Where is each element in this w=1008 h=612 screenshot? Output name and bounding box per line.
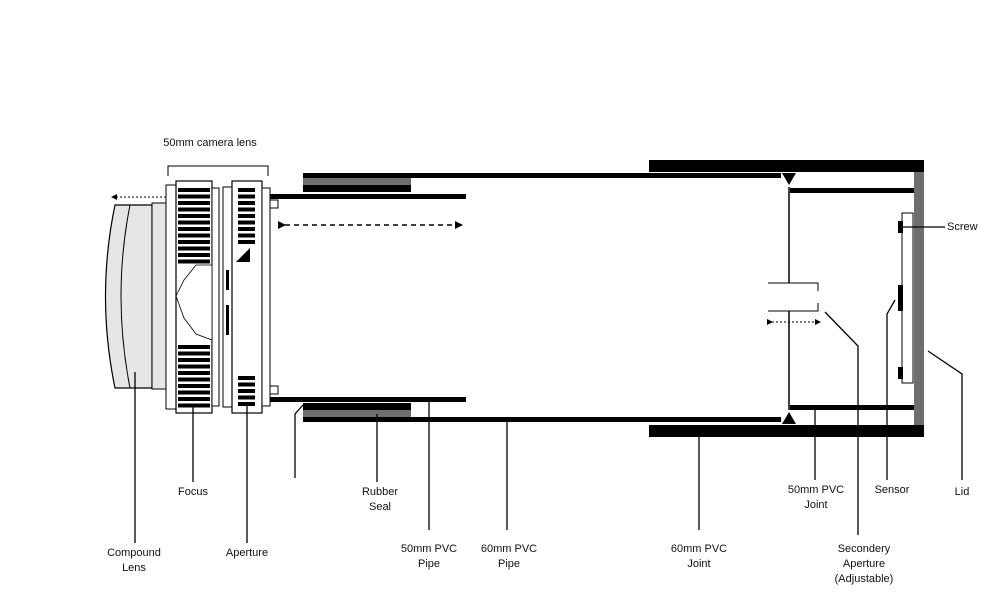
grip-ridge [178,201,210,205]
grip-ridge [178,351,210,356]
label-joint-50-2: Joint [804,499,827,511]
label-focus: Focus [178,486,208,498]
grip-ridge [178,377,210,382]
label-pipe-50-1: 50mm PVC [401,543,457,555]
label-pipe-50-2: Pipe [418,558,440,570]
aperture-ridges-top [238,188,255,244]
grip-ridge [178,403,210,408]
pipe-60-bottom [303,417,781,422]
label-joint-60-1: 60mm PVC [671,543,727,555]
label-compound-lens-2: Lens [122,562,146,574]
label-secondary-aperture-1: Secondery [838,543,891,555]
grip-ridge [238,376,255,380]
focus-ridges-top [178,188,210,264]
sensor-chip [898,285,903,311]
grip-ridge [238,201,255,205]
grip-ridge [238,240,255,244]
grip-ridge [238,220,255,225]
grip-ridge [238,402,255,406]
label-secondary-aperture-3: (Adjustable) [835,573,894,585]
aperture-ridges-bottom [238,376,255,406]
label-sensor: Sensor [875,484,910,496]
rubber-seal-bottom [303,403,411,410]
grip-ridge [238,382,255,387]
grip-ridge [238,227,255,231]
screw-top [898,221,903,233]
grip-ridge [178,194,210,199]
focus-ring [165,180,220,414]
compound-lens [104,202,167,390]
pipe-50-top [270,194,466,199]
label-pipe-60-1: 60mm PVC [481,543,537,555]
focus-ridges-bottom [178,345,210,408]
grip-ridge [178,358,210,362]
label-rubber-seal-1: Rubber [362,486,398,498]
joint-50-bottom [790,405,914,410]
grip-ridge [238,194,255,199]
screw-bottom [898,367,903,379]
secondary-aperture [767,173,821,424]
grip-ridge [178,246,210,251]
grip-ridge [178,240,210,244]
camera-lens-bracket [167,165,269,176]
grip-ridge [178,188,210,192]
grip-ridge [178,371,210,375]
sensor-board [901,212,914,384]
grip-ridge [178,233,210,238]
joint-60-bottom [649,425,924,437]
pipe-50-bottom [270,397,466,402]
grip-ridge [178,227,210,231]
grip-ridge [178,253,210,257]
label-secondary-aperture-2: Aperture [843,558,885,570]
grip-ridge [178,397,210,401]
lid [914,172,924,425]
leader-lines [134,226,963,543]
grip-ridge [178,259,210,264]
grip-ridge [238,389,255,393]
grip-ridge [238,207,255,212]
label-pipe-60-2: Pipe [498,558,520,570]
label-screw: Screw [947,221,978,233]
label-joint-60-2: Joint [687,558,710,570]
pipe-60-top [303,173,781,178]
grip-ridge [178,345,210,349]
joint-50-top [790,188,914,193]
grip-ridge [238,188,255,192]
label-joint-50-1: 50mm PVC [788,484,844,496]
label-camera-lens: 50mm camera lens [163,137,257,149]
label-rubber-seal-2: Seal [369,501,391,513]
grip-ridge [178,207,210,212]
grip-ridge [178,214,210,218]
grip-ridge [238,214,255,218]
grip-ridge [238,233,255,238]
label-lid: Lid [955,486,970,498]
label-compound-lens-1: Compound [107,547,161,559]
grip-ridge [238,395,255,400]
grip-ridge [178,220,210,225]
joint-60-top [649,160,924,172]
rubber-seal-top [303,178,411,185]
grip-ridge [178,384,210,388]
label-aperture: Aperture [226,547,268,559]
grip-ridge [178,390,210,395]
grip-ridge [178,364,210,369]
aperture-ring [222,180,279,414]
